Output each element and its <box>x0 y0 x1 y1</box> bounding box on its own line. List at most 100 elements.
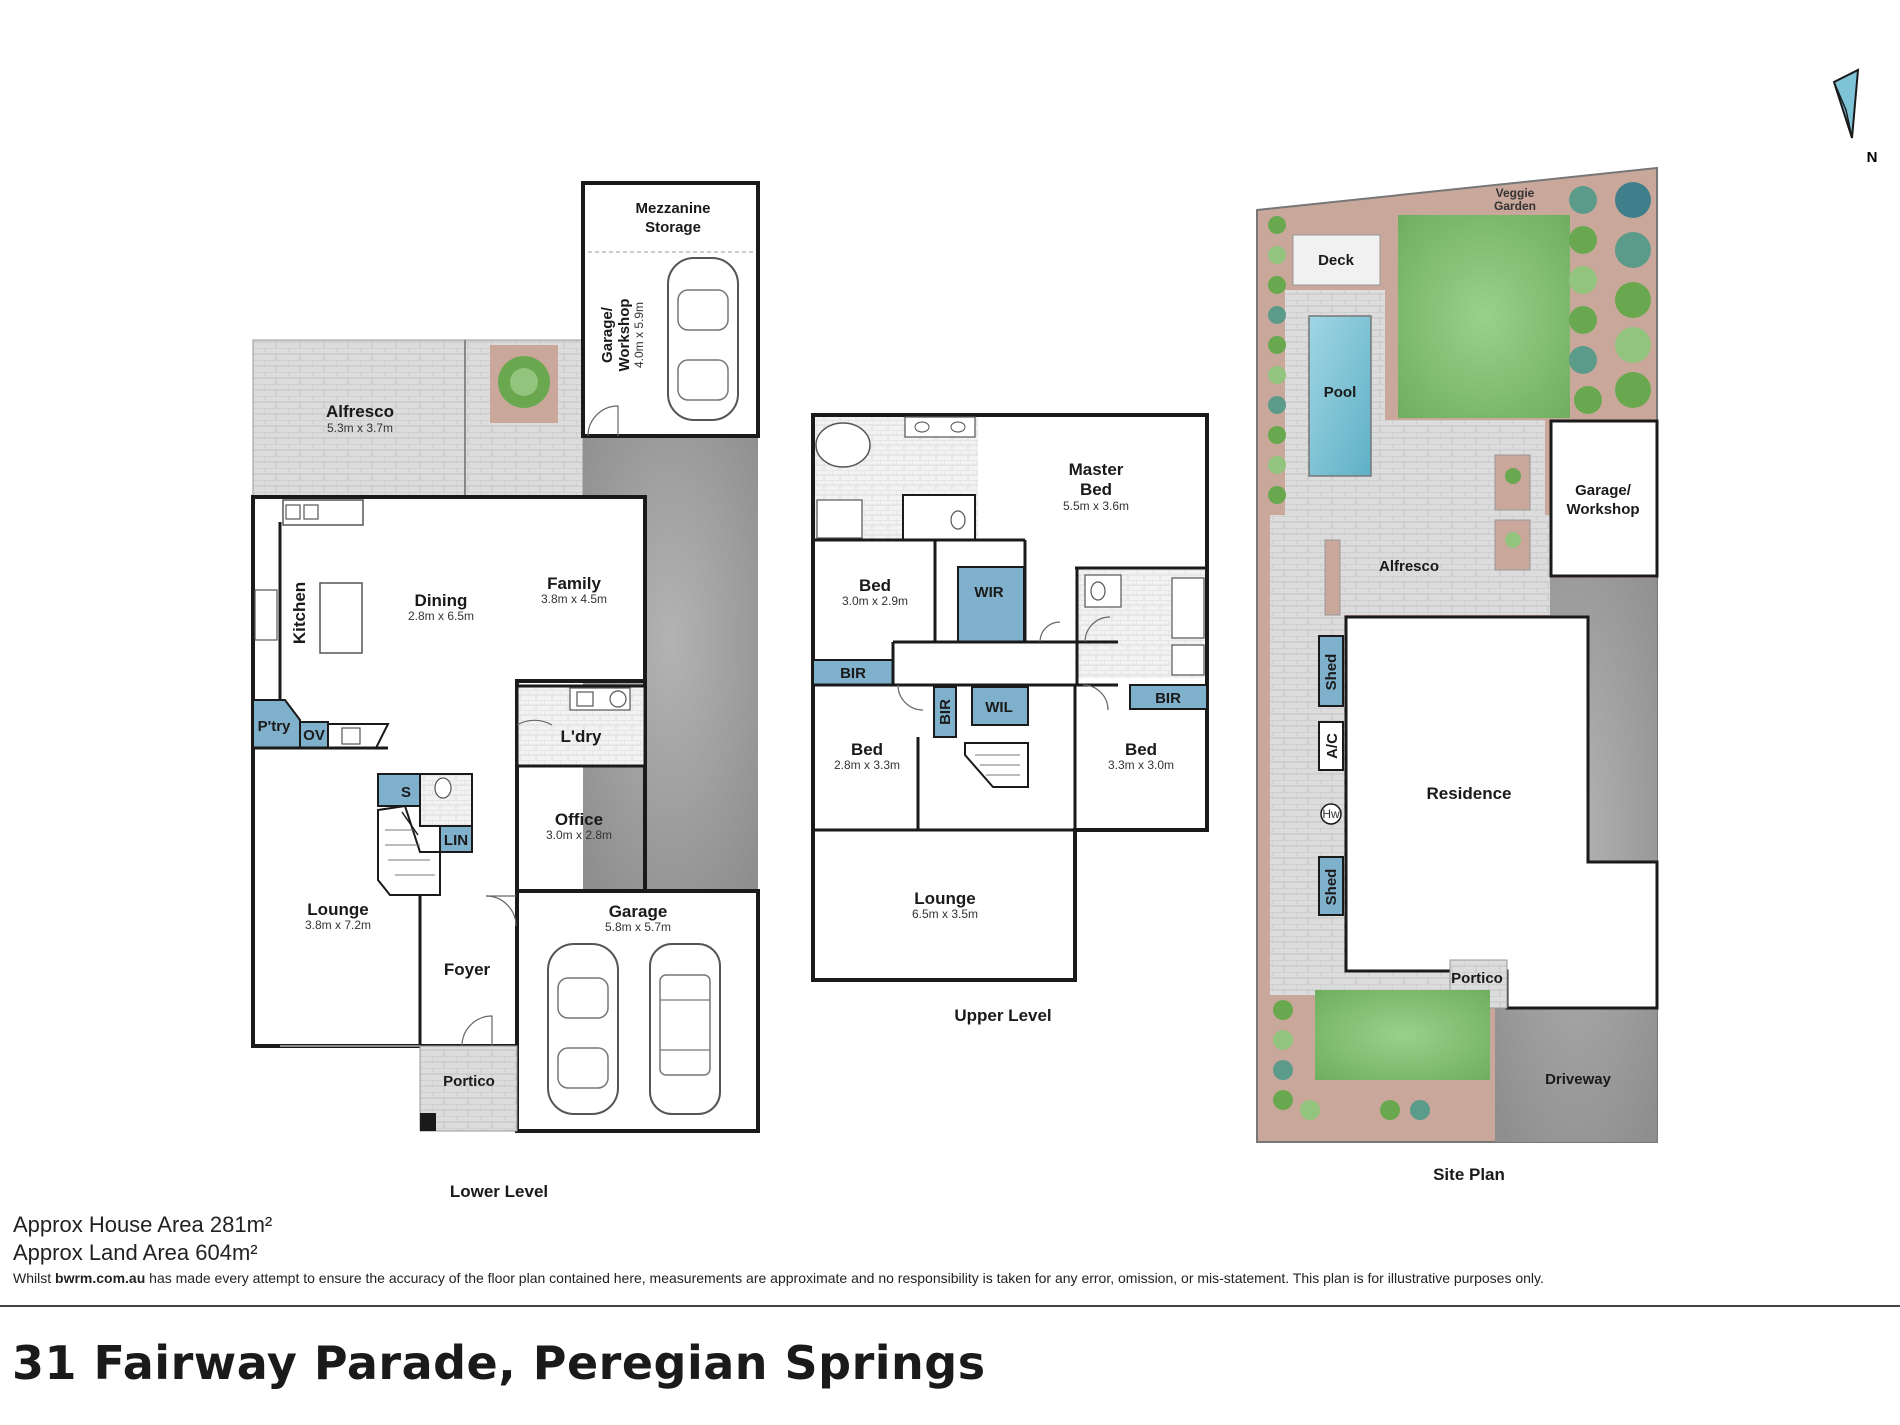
bir1-label: BIR <box>840 665 866 682</box>
storage-label: Storage <box>645 219 701 236</box>
garage-workshop-label: Garage/ <box>599 306 616 363</box>
disclaimer-body: has made every attempt to ensure the acc… <box>149 1270 1544 1286</box>
kitchen-label: Kitchen <box>290 582 309 644</box>
pool-label: Pool <box>1324 384 1357 401</box>
wil-area <box>971 686 1029 726</box>
upper-level <box>811 413 1209 982</box>
site-garage-label: Garage/ <box>1575 482 1632 499</box>
upper-lounge-dim: 6.5m x 3.5m <box>912 907 978 921</box>
wir-area <box>957 566 1025 643</box>
alfresco-label: Alfresco <box>326 402 394 421</box>
storage-s-label: S <box>401 784 411 801</box>
site-plan <box>1256 166 1659 1143</box>
bir3-label: BIR <box>1155 690 1181 707</box>
bir-area <box>812 659 894 686</box>
shed2-label: Shed <box>1323 869 1340 906</box>
family-label: Family <box>547 574 601 593</box>
bed3-dim: 3.3m x 3.0m <box>1108 758 1174 772</box>
foyer-label: Foyer <box>444 960 491 979</box>
cooktop-icon <box>254 589 278 641</box>
disclaimer-text: Whilst bwrm.com.au has made every attemp… <box>13 1270 1544 1286</box>
shed-area <box>1318 856 1344 916</box>
bed3-label: Bed <box>1125 740 1157 759</box>
floor-plan-drawing: Alfresco 5.3m x 3.7m Mezzanine Storage G… <box>251 68 1878 1201</box>
site-plan-labels: Veggie Garden Deck Pool Garage/ Workshop… <box>1318 186 1639 1184</box>
storage-area <box>377 773 421 807</box>
bed1-label: Bed <box>859 576 891 595</box>
dining-dim: 2.8m x 6.5m <box>408 609 474 623</box>
compass-north-label: N <box>1867 149 1878 166</box>
portico-paving <box>419 1045 518 1132</box>
ac-unit <box>1318 721 1344 771</box>
residence-outline <box>1344 615 1659 1010</box>
office-label: Office <box>555 810 603 829</box>
garden-label: Garden <box>1494 199 1536 213</box>
land-area-text: Approx Land Area 604m² <box>13 1240 258 1265</box>
wil-label: WIL <box>985 699 1013 716</box>
shrub-icons <box>1268 182 1651 1120</box>
car-icon <box>547 943 619 1115</box>
car-icon <box>649 943 721 1115</box>
residence-label: Residence <box>1426 784 1511 803</box>
disclaimer-prefix: Whilst <box>13 1270 52 1286</box>
bed2-label: Bed <box>851 740 883 759</box>
shed1-label: Shed <box>1323 654 1340 691</box>
portico-label: Portico <box>443 1073 495 1090</box>
lower-level <box>251 181 760 1133</box>
oven-label: OV <box>303 727 325 744</box>
alfresco-dim: 5.3m x 3.7m <box>327 421 393 435</box>
site-alfresco-label: Alfresco <box>1379 558 1439 575</box>
pool-area <box>1308 315 1372 477</box>
lower-level-labels: Alfresco 5.3m x 3.7m Mezzanine Storage G… <box>258 200 711 1201</box>
compass-icon: N <box>1832 68 1878 166</box>
door-swing <box>587 405 619 437</box>
master-bed-dim: 5.5m x 3.6m <box>1063 499 1129 513</box>
garage-workshop-dim: 4.0m x 5.9m <box>632 302 646 368</box>
master-bed-label-2: Bed <box>1080 480 1112 499</box>
divider-line <box>0 1305 1900 1307</box>
plant-icon <box>510 368 538 396</box>
lounge-label: Lounge <box>307 900 368 919</box>
office-dim: 3.0m x 2.8m <box>546 828 612 842</box>
wir-label: WIR <box>974 584 1003 601</box>
master-bed-label: Master <box>1069 460 1124 479</box>
hw-label: Hw <box>1322 807 1340 821</box>
property-address: 31 Fairway Parade, Peregian Springs <box>12 1336 986 1390</box>
ac-label: A/C <box>1324 733 1341 759</box>
lawn-area <box>1398 215 1570 418</box>
kitchen-sink-bench <box>282 499 364 526</box>
mezzanine-label: Mezzanine <box>635 200 710 217</box>
alfresco-paving <box>252 339 466 498</box>
disclaimer-site: bwrm.com.au <box>55 1270 146 1286</box>
site-plan-title: Site Plan <box>1433 1165 1505 1184</box>
garage-dim: 5.8m x 5.7m <box>605 920 671 934</box>
stairs-icon <box>377 804 441 896</box>
veggie-label: Veggie <box>1496 186 1535 200</box>
car-icon <box>667 257 739 421</box>
upper-lounge-label: Lounge <box>914 889 975 908</box>
shed-area <box>1318 635 1344 707</box>
upper-level-title: Upper Level <box>954 1006 1051 1025</box>
bath-icon <box>815 422 871 468</box>
dining-label: Dining <box>415 591 468 610</box>
bir-area <box>1129 684 1208 710</box>
garage-workshop-label-2: Workshop <box>616 298 633 371</box>
linen-label: LIN <box>444 832 468 849</box>
front-lawn <box>1315 990 1490 1080</box>
laundry-label: L'dry <box>561 727 602 746</box>
upper-level-labels: Master Bed 5.5m x 3.6m Bed 3.0m x 2.9m W… <box>834 460 1181 1025</box>
lower-level-title: Lower Level <box>450 1182 548 1201</box>
driveway-label: Driveway <box>1545 1071 1612 1088</box>
bed1-dim: 3.0m x 2.9m <box>842 594 908 608</box>
deck-label: Deck <box>1318 252 1355 269</box>
lounge-dim: 3.8m x 7.2m <box>305 918 371 932</box>
bir2-label: BIR <box>937 699 954 725</box>
hot-water-icon <box>1320 803 1342 825</box>
bed2-dim: 2.8m x 3.3m <box>834 758 900 772</box>
bir-area <box>933 686 957 738</box>
site-garage-workshop <box>1549 419 1659 578</box>
garage-label: Garage <box>609 902 668 921</box>
linen-area <box>439 825 473 853</box>
family-dim: 3.8m x 4.5m <box>541 592 607 606</box>
site-portico-label: Portico <box>1451 970 1503 987</box>
